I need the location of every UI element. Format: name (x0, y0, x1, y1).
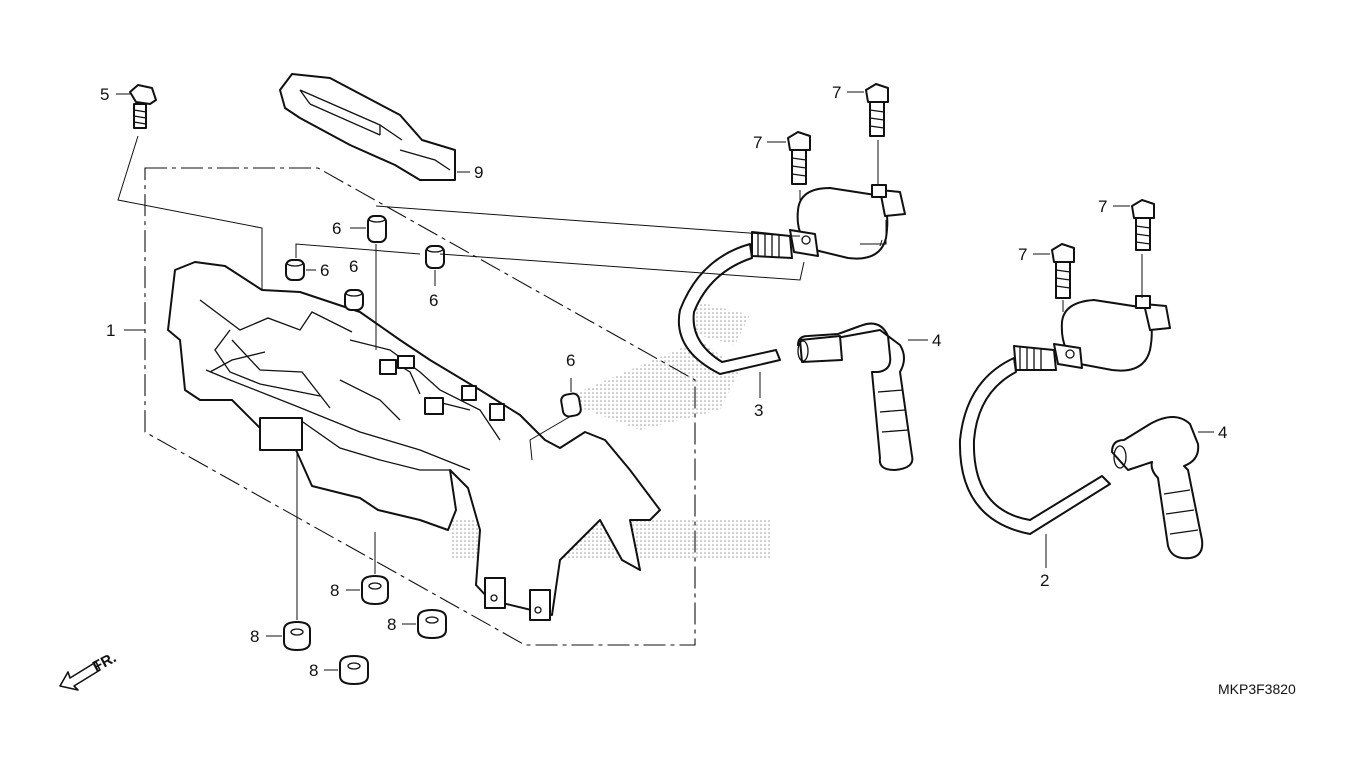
callout-2: 2 (1040, 571, 1049, 590)
lead-wire-3 (677, 243, 781, 375)
collar-6e (560, 392, 582, 418)
callout-7: 7 (1018, 245, 1027, 264)
callout-7: 7 (753, 133, 762, 152)
callout-9: 9 (474, 163, 483, 182)
callout-4: 4 (1218, 423, 1227, 442)
callout-6: 6 (349, 257, 358, 276)
callout-6: 6 (320, 261, 329, 280)
callout-8: 8 (309, 661, 318, 680)
bolt-7b (865, 83, 889, 137)
collar-6d (425, 245, 445, 269)
bolt-5 (129, 84, 157, 129)
bracket-frame-part (167, 261, 661, 621)
callout-6: 6 (332, 219, 341, 238)
cover-part (279, 73, 456, 181)
bolt-7a (787, 131, 811, 185)
callout-6: 6 (429, 291, 438, 310)
callout-8: 8 (250, 627, 259, 646)
lead-wire-2 (958, 357, 1111, 535)
leader-7-right-lines (1062, 254, 1143, 312)
callout-4: 4 (932, 331, 941, 350)
diagram-code: MKP3F3820 (1218, 681, 1296, 697)
callout-3: 3 (754, 401, 763, 420)
nut-8c (417, 609, 447, 639)
ignition-coil-right (1013, 295, 1171, 372)
assembly-boundary (144, 167, 696, 646)
callout-1: 1 (106, 321, 115, 340)
plug-cap-upper (797, 322, 914, 471)
collar-6b (285, 259, 305, 281)
bolt-7d (1131, 199, 1155, 251)
collar-6c (344, 289, 364, 311)
nut-8a (361, 575, 389, 605)
callout-7: 7 (1098, 197, 1107, 216)
leader-7-upper-lines (799, 140, 883, 247)
callout-6: 6 (566, 351, 575, 370)
callout-5: 5 (100, 85, 109, 104)
nut-8b (283, 621, 311, 651)
front-arrow-icon (59, 661, 101, 691)
callout-7: 7 (832, 83, 841, 102)
collar-6a (367, 215, 387, 243)
ignition-coil-upper (751, 184, 906, 260)
leader-coil-upper (295, 205, 887, 281)
bolt-7c (1051, 243, 1075, 299)
nut-8d (339, 655, 369, 685)
callout-8: 8 (330, 581, 339, 600)
callout-8: 8 (387, 615, 396, 634)
plug-cap-right (1111, 416, 1204, 560)
